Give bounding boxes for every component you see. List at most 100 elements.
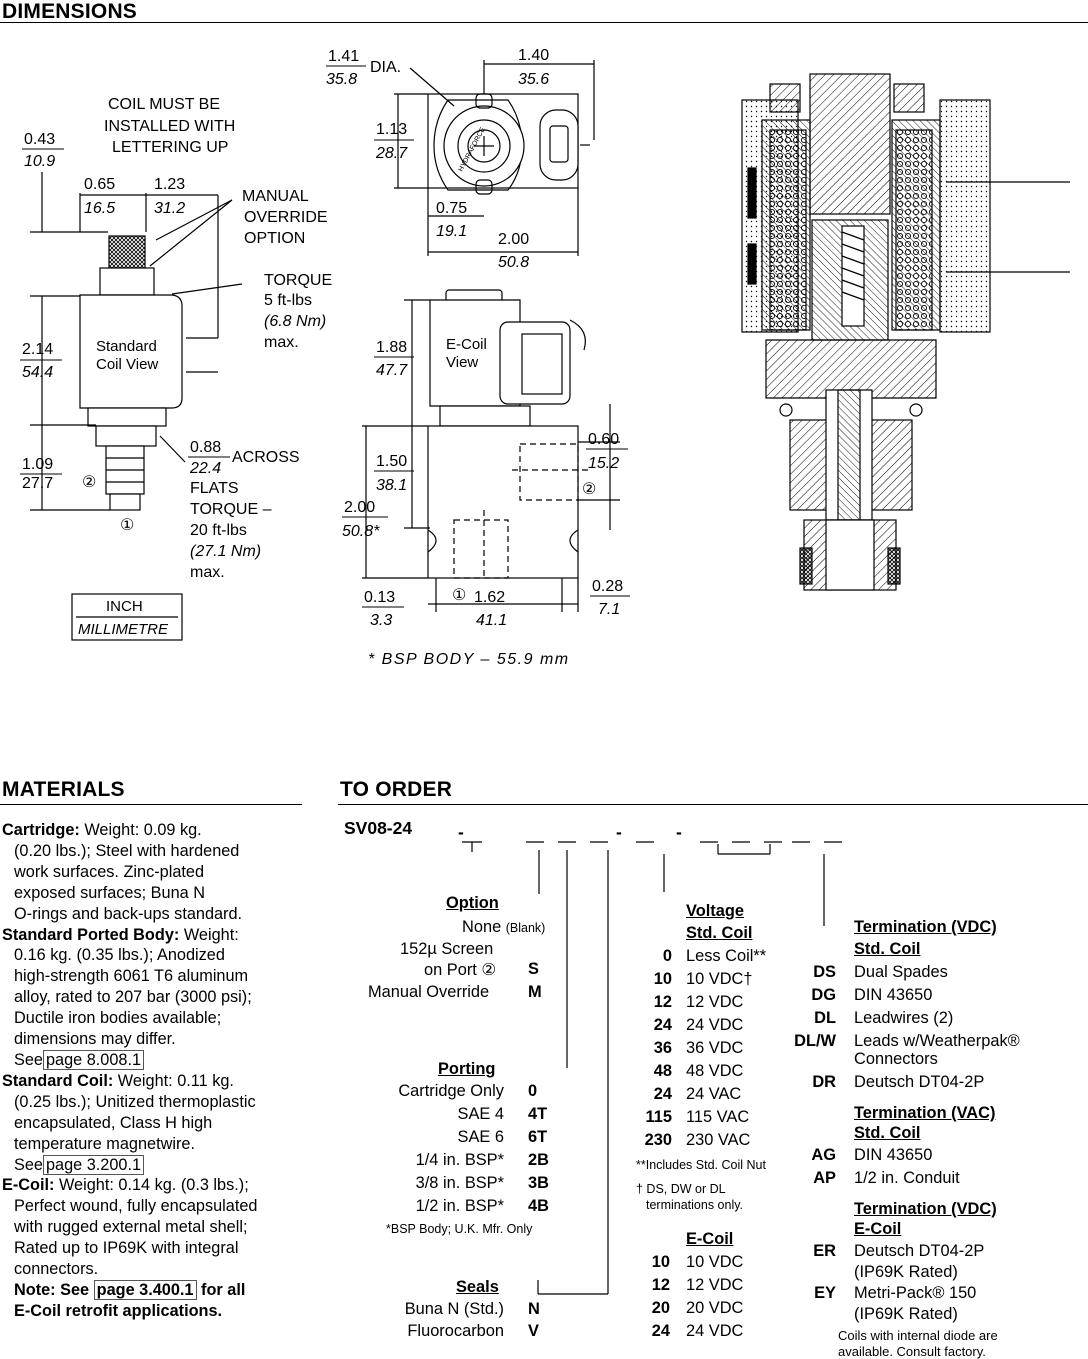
manual-override-3: OPTION bbox=[244, 230, 305, 247]
torque-cart-2: 20 ft-lbs bbox=[190, 522, 247, 539]
coil-note-3: LETTERING UP bbox=[112, 139, 228, 156]
voltage-rows-label: 36 VDC bbox=[686, 1039, 744, 1057]
header-rule bbox=[0, 22, 1088, 23]
dim-150-in: 1.50 bbox=[376, 453, 407, 470]
dia-label: DIA. bbox=[370, 59, 401, 76]
standard-coil-label-1: Standard bbox=[96, 338, 157, 355]
torque-coil-2: 5 ft-lbs bbox=[264, 292, 312, 309]
to-order-rule bbox=[338, 804, 1088, 805]
voltage-rows-code: 24 bbox=[653, 1016, 672, 1034]
term-ec-rows-label: Metri-Pack® 150 bbox=[854, 1284, 977, 1302]
dim-075-in: 0.75 bbox=[436, 200, 467, 217]
dim-188-mm: 47.7 bbox=[376, 362, 408, 379]
term-ec-rows-code: ER bbox=[813, 1242, 836, 1260]
materials-heading: MATERIALS bbox=[2, 778, 125, 801]
manual-override-1: MANUAL bbox=[242, 188, 309, 205]
porting-rows-label: SAE 4 bbox=[457, 1105, 504, 1123]
term-vdc-rows-label: DIN 43650 bbox=[854, 986, 933, 1004]
across-flats-1: ACROSS bbox=[232, 449, 300, 466]
body-label: Standard Ported Body: bbox=[2, 925, 180, 944]
term-ec-rows-label: (IP69K Rated) bbox=[854, 1263, 958, 1281]
torque-coil-4: max. bbox=[264, 334, 299, 351]
ecoil-rows-code: 12 bbox=[651, 1276, 670, 1294]
porting-rows-code: 6T bbox=[528, 1128, 548, 1146]
voltage-rows-code: 10 bbox=[653, 970, 672, 988]
cross-section-view bbox=[741, 73, 1070, 591]
ecoil-rows-label: 24 VDC bbox=[686, 1322, 744, 1340]
dim-188-in: 1.88 bbox=[376, 339, 407, 356]
coil-note-1: COIL MUST BE bbox=[108, 96, 220, 113]
seal-rows-code: V bbox=[528, 1322, 539, 1340]
term-ec-rows-label: (IP69K Rated) bbox=[854, 1305, 958, 1323]
term-vdc-subtitle: Std. Coil bbox=[854, 940, 921, 958]
dim-088-mm: 22.4 bbox=[189, 460, 221, 477]
cartridge-label: Cartridge: bbox=[2, 821, 80, 839]
ecoil-view-label-2: View bbox=[446, 354, 478, 371]
term-ec-subtitle: E-Coil bbox=[854, 1220, 902, 1238]
torque-cart-3: (27.1 Nm) bbox=[190, 543, 261, 560]
term-vdc-rows-label: Deutsch DT04-2P bbox=[854, 1073, 985, 1091]
voltage-rows-label: 10 VDC† bbox=[686, 970, 753, 988]
voltage-title: Voltage bbox=[686, 902, 744, 920]
dim-109-mm: 27.7 bbox=[22, 475, 53, 492]
porting-rows-code: 4T bbox=[528, 1105, 548, 1123]
torque-cart-1: TORQUE – bbox=[190, 501, 272, 518]
option-screen-port: on Port ② bbox=[424, 961, 497, 979]
dim-113-in: 1.13 bbox=[376, 121, 407, 138]
term-vdc-rows-code: DS bbox=[813, 963, 836, 981]
seal-rows-code: N bbox=[528, 1300, 540, 1318]
term-vac-title: Termination (VAC) bbox=[854, 1104, 996, 1122]
dim-123-mm: 31.2 bbox=[154, 200, 185, 217]
dim-113-mm: 28.7 bbox=[375, 145, 408, 162]
coil-note-2: INSTALLED WITH bbox=[104, 118, 235, 135]
term-vdc-rows-code: DR bbox=[812, 1073, 836, 1091]
dim-043-in: 0.43 bbox=[24, 131, 55, 148]
dim-060-in: 0.60 bbox=[588, 431, 619, 448]
torque-coil-1: TORQUE bbox=[264, 272, 332, 289]
voltage-rows-code: 12 bbox=[653, 993, 672, 1011]
ecoil-voltage-title: E-Coil bbox=[686, 1230, 734, 1248]
to-order-heading: TO ORDER bbox=[340, 778, 453, 801]
dim-162-mm: 41.1 bbox=[476, 612, 507, 629]
dim-200h-mm: 50.8* bbox=[342, 523, 380, 540]
voltage-rows-code: 115 bbox=[645, 1108, 672, 1126]
option-none: None (Blank) bbox=[462, 918, 546, 936]
manual-override-2: OVERRIDE bbox=[244, 209, 328, 226]
materials-rule bbox=[0, 804, 302, 805]
ported-body bbox=[427, 425, 579, 579]
voltage-rows-code: 0 bbox=[662, 947, 672, 965]
coil-page-link[interactable]: page 3.200.1 bbox=[42, 1154, 145, 1175]
dim-075-mm: 19.1 bbox=[436, 223, 467, 240]
order-dash-1: - bbox=[458, 822, 464, 842]
ecoil-rows-code: 20 bbox=[651, 1299, 670, 1317]
porting-rows-label: 1/2 in. BSP* bbox=[415, 1197, 504, 1215]
dim-214-mm: 54.4 bbox=[22, 364, 53, 381]
voltage-rows-code: 36 bbox=[653, 1039, 672, 1057]
dim-028-mm: 7.1 bbox=[598, 601, 620, 618]
voltage-rows-label: 24 VDC bbox=[686, 1016, 744, 1034]
dim-214-in: 2.14 bbox=[22, 341, 53, 358]
note-page-link[interactable]: page 3.400.1 bbox=[93, 1279, 197, 1300]
voltage-rows-label: 12 VDC bbox=[686, 993, 744, 1011]
dim-028-in: 0.28 bbox=[592, 578, 623, 595]
porting-rows-label: 1/4 in. BSP* bbox=[415, 1151, 504, 1169]
across-flats-2: FLATS bbox=[190, 480, 239, 497]
port-2-body: ② bbox=[582, 481, 596, 498]
dim-141-mm: 35.8 bbox=[326, 71, 357, 88]
dim-200w-mm: 50.8 bbox=[498, 254, 529, 271]
dim-065-mm: 16.5 bbox=[84, 200, 115, 217]
option-code-m: M bbox=[528, 983, 542, 1001]
dim-140-in: 1.40 bbox=[518, 47, 549, 64]
dim-200h-in: 2.00 bbox=[344, 499, 375, 516]
order-code-leaders: SV08-24 - - - bbox=[344, 818, 842, 1295]
porting-note: *BSP Body; U.K. Mfr. Only bbox=[386, 1222, 533, 1236]
term-vac-rows-label: DIN 43650 bbox=[854, 1146, 933, 1164]
body-page-link[interactable]: page 8.008.1 bbox=[42, 1049, 145, 1070]
term-vdc-rows-label: Connectors bbox=[854, 1050, 938, 1068]
option-title: Option bbox=[446, 894, 499, 912]
voltage-rows-code: 24 bbox=[653, 1085, 672, 1103]
voltage-rows-label: 24 VAC bbox=[686, 1085, 742, 1103]
ecoil-rows-code: 24 bbox=[651, 1322, 670, 1340]
voltage-note-2a: † DS, DW or DL bbox=[636, 1182, 726, 1196]
term-vac-rows-label: 1/2 in. Conduit bbox=[854, 1169, 960, 1187]
